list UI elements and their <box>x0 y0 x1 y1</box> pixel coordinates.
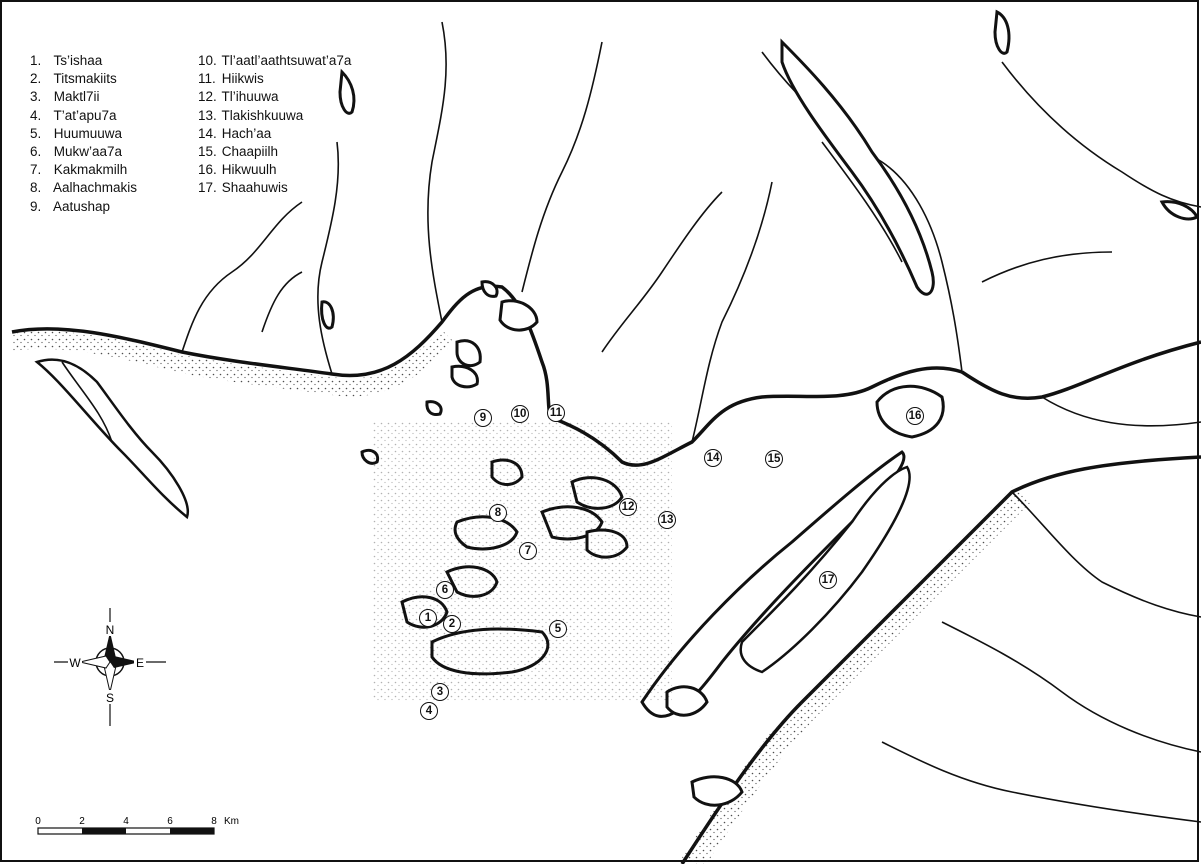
legend-name: Aatushap <box>53 198 111 214</box>
legend-name: T’at’apu7a <box>53 107 117 123</box>
legend-name: Titsmakiits <box>53 71 117 87</box>
scale-tick-2: 2 <box>79 816 85 827</box>
long-island-2 <box>739 465 911 674</box>
legend-name: Chaapiilh <box>221 144 279 160</box>
site-marker-6[interactable]: 6 <box>436 581 454 599</box>
legend-name: Maktl7ii <box>53 89 100 105</box>
legend-item: 2. Titsmakiits <box>30 71 117 87</box>
scale-unit: Km <box>224 816 239 827</box>
legend-item: 3. Maktl7ii <box>30 89 100 105</box>
legend-name: Huumuuwa <box>53 125 123 141</box>
site-marker-4[interactable]: 4 <box>420 702 438 720</box>
legend-item: 7. Kakmakmilh <box>30 162 128 178</box>
legend-item: 14. Hach’aa <box>198 125 272 141</box>
site-marker-5[interactable]: 5 <box>549 620 567 638</box>
site-marker-3[interactable]: 3 <box>431 683 449 701</box>
site-marker-15[interactable]: 15 <box>765 450 783 468</box>
compass-rose-icon: N S E W <box>54 608 166 726</box>
site-marker-2[interactable]: 2 <box>443 615 461 633</box>
north-coastline <box>11 284 963 467</box>
site-marker-11[interactable]: 11 <box>547 404 565 422</box>
lakes <box>320 9 1200 330</box>
legend-name: Aalhachmakis <box>53 180 138 196</box>
legend-item: 13. Tlakishkuuwa <box>198 107 304 123</box>
legend-name: Kakmakmilh <box>53 162 128 178</box>
scale-tick-4: 4 <box>123 816 129 827</box>
site-marker-8[interactable]: 8 <box>489 504 507 522</box>
legend-name: Hiikwis <box>221 71 264 87</box>
legend-name: Hikwuulh <box>221 162 277 178</box>
compass-north-label: N <box>106 623 115 637</box>
legend-name: Tl’ihuuwa <box>221 89 279 105</box>
legend-item: 11. Hiikwis <box>198 71 264 87</box>
legend-name: Mukw’aa7a <box>53 144 123 160</box>
legend-item: 16. Hikwuulh <box>198 162 277 178</box>
place-name-legend: 1. Ts’ishaa 2. Titsmakiits 3. Maktl7ii 4… <box>30 52 390 216</box>
legend-name: Hach’aa <box>221 125 272 141</box>
scale-tick-0: 0 <box>35 816 41 827</box>
long-island-1 <box>640 450 906 718</box>
legend-name: Tl’aatl’aathtsuwat’a7a <box>221 53 352 68</box>
legend-item: 6. Mukw’aa7a <box>30 144 123 160</box>
scale-tick-6: 6 <box>167 816 173 827</box>
legend-name: Shaahuwis <box>221 180 288 196</box>
legend-name: Ts’ishaa <box>53 53 103 68</box>
site-marker-9[interactable]: 9 <box>474 409 492 427</box>
east-inlet-shore <box>961 340 1201 400</box>
west-peninsula <box>34 358 190 520</box>
site-marker-7[interactable]: 7 <box>519 542 537 560</box>
legend-item: 5. Huumuuwa <box>30 125 123 141</box>
site-marker-10[interactable]: 10 <box>511 405 529 423</box>
site-marker-13[interactable]: 13 <box>658 511 676 529</box>
legend-item: 1. Ts’ishaa <box>30 53 103 68</box>
site-marker-1[interactable]: 1 <box>419 609 437 627</box>
site-marker-17[interactable]: 17 <box>819 571 837 589</box>
legend-item: 12. Tl’ihuuwa <box>198 89 279 105</box>
legend-name: Tlakishkuuwa <box>221 107 304 123</box>
site-marker-16[interactable]: 16 <box>906 407 924 425</box>
legend-item: 10. Tl’aatl’aathtsuwat’a7a <box>198 53 352 68</box>
rivers <box>61 21 1201 823</box>
legend-item: 17. Shaahuwis <box>198 180 288 196</box>
site-marker-12[interactable]: 12 <box>619 498 637 516</box>
compass-south-label: S <box>106 691 114 705</box>
legend-column-1: 1. Ts’ishaa 2. Titsmakiits 3. Maktl7ii 4… <box>30 52 190 216</box>
site-marker-14[interactable]: 14 <box>704 449 722 467</box>
scale-bar: 0 2 4 6 8 Km <box>35 816 239 835</box>
compass-east-label: E <box>136 656 144 670</box>
compass-west-label: W <box>69 656 81 670</box>
legend-column-2: 10. Tl’aatl’aathtsuwat’a7a 11. Hiikwis 1… <box>198 52 398 216</box>
scale-tick-8: 8 <box>211 816 217 827</box>
legend-item: 4. T’at’apu7a <box>30 107 117 123</box>
legend-item: 9. Aatushap <box>30 198 111 214</box>
legend-item: 8. Aalhachmakis <box>30 180 138 196</box>
legend-item: 15. Chaapiilh <box>198 144 279 160</box>
